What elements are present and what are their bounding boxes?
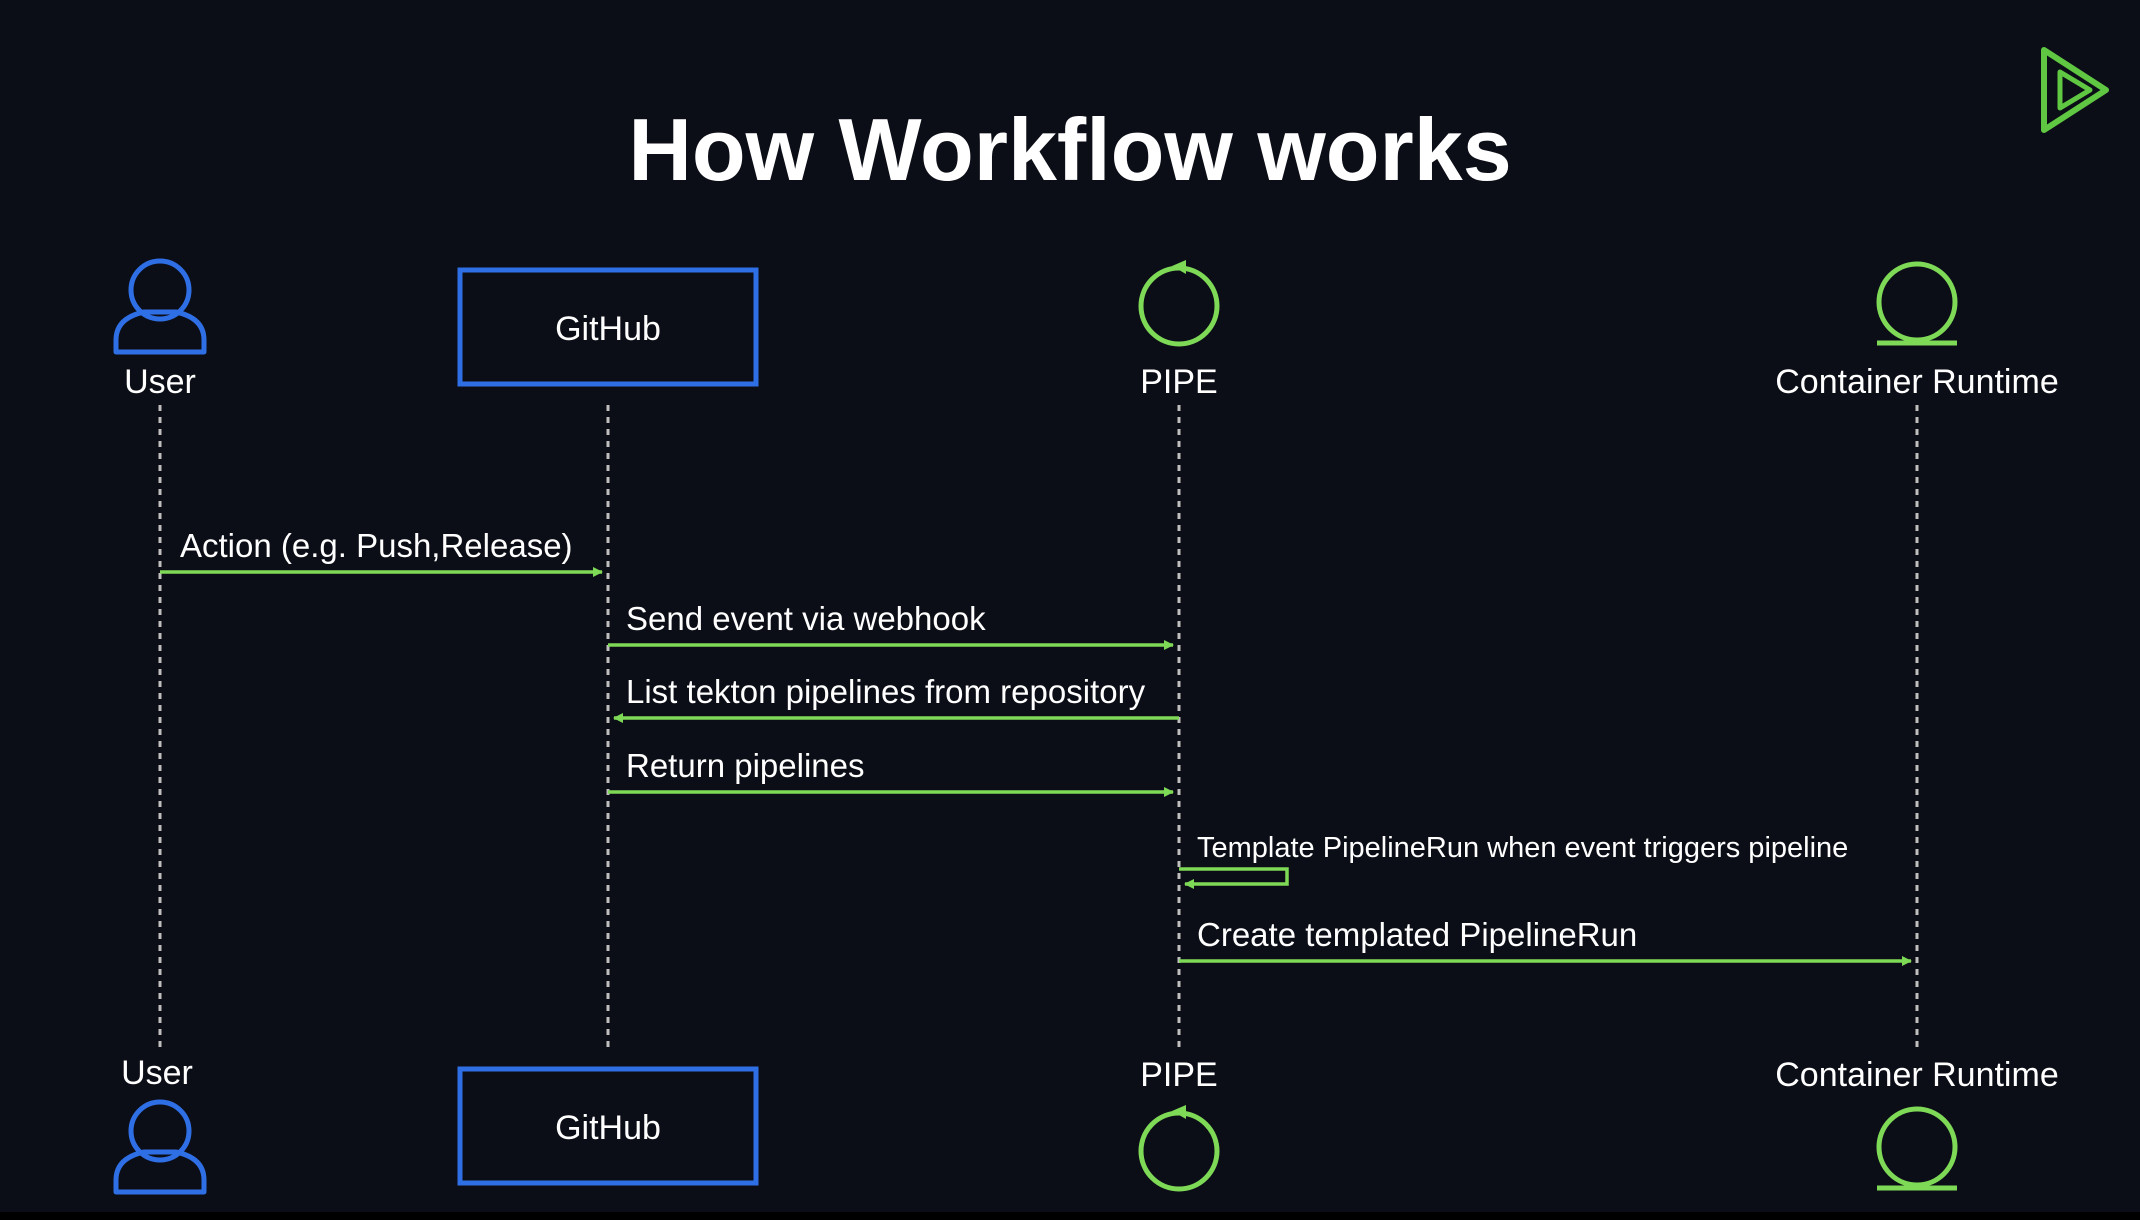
participant-label-pipe-bottom: PIPE [1140, 1056, 1217, 1094]
message-label-action: Action (e.g. Push,Release) [180, 527, 573, 564]
participant-runtime-bottom: Container Runtime [1775, 1056, 2059, 1191]
message-label-list-pipelines: List tekton pipelines from repository [626, 673, 1146, 710]
participants-top: User GitHub PIPE Contain [113, 258, 2059, 401]
participant-github-top: GitHub [457, 267, 759, 387]
participant-user-top: User [113, 258, 207, 401]
participant-label-github-top: GitHub [555, 310, 661, 348]
message-label-create-run: Create templated PipelineRun [1197, 916, 1637, 953]
message-action: Action (e.g. Push,Release) [160, 527, 603, 577]
participant-label-pipe-top: PIPE [1140, 363, 1217, 401]
message-send-event: Send event via webhook [608, 600, 1174, 650]
participant-label-user-top: User [124, 363, 196, 401]
entity-icon [1876, 1106, 1958, 1191]
participant-runtime-top: Container Runtime [1775, 261, 2059, 401]
slide-title: How Workflow works [628, 100, 1511, 199]
participant-github-bottom: GitHub [457, 1066, 759, 1186]
message-label-template-run: Template PipelineRun when event triggers… [1197, 832, 1848, 864]
participant-label-github-bottom: GitHub [555, 1109, 661, 1147]
user-icon [113, 258, 207, 355]
user-icon [113, 1099, 207, 1195]
entity-icon [1876, 261, 1958, 346]
participant-label-runtime-top: Container Runtime [1775, 363, 2058, 401]
participant-label-user-bottom: User [121, 1054, 193, 1092]
messages: Action (e.g. Push,Release) Send event vi… [160, 527, 1912, 966]
control-icon [1138, 260, 1220, 347]
participant-user-bottom: User [113, 1054, 207, 1195]
participants-bottom: User GitHub PIPE Contain [113, 1054, 2059, 1195]
lifelines [158, 405, 1919, 1048]
message-list-pipelines: List tekton pipelines from repository [613, 673, 1179, 723]
message-label-send-event: Send event via webhook [626, 600, 986, 637]
message-arrow-template-run [1179, 867, 1289, 889]
message-return-pipelines: Return pipelines [608, 747, 1174, 797]
participant-pipe-top: PIPE [1138, 260, 1220, 401]
participant-pipe-bottom: PIPE [1138, 1056, 1220, 1192]
message-template-run: Template PipelineRun when event triggers… [1179, 832, 1848, 889]
play-logo-icon [2041, 47, 2109, 133]
control-icon [1138, 1105, 1220, 1192]
message-create-run: Create templated PipelineRun [1179, 916, 1912, 966]
bottom-band [0, 1212, 2140, 1220]
participant-label-runtime-bottom: Container Runtime [1775, 1056, 2058, 1094]
message-label-return-pipelines: Return pipelines [626, 747, 864, 784]
